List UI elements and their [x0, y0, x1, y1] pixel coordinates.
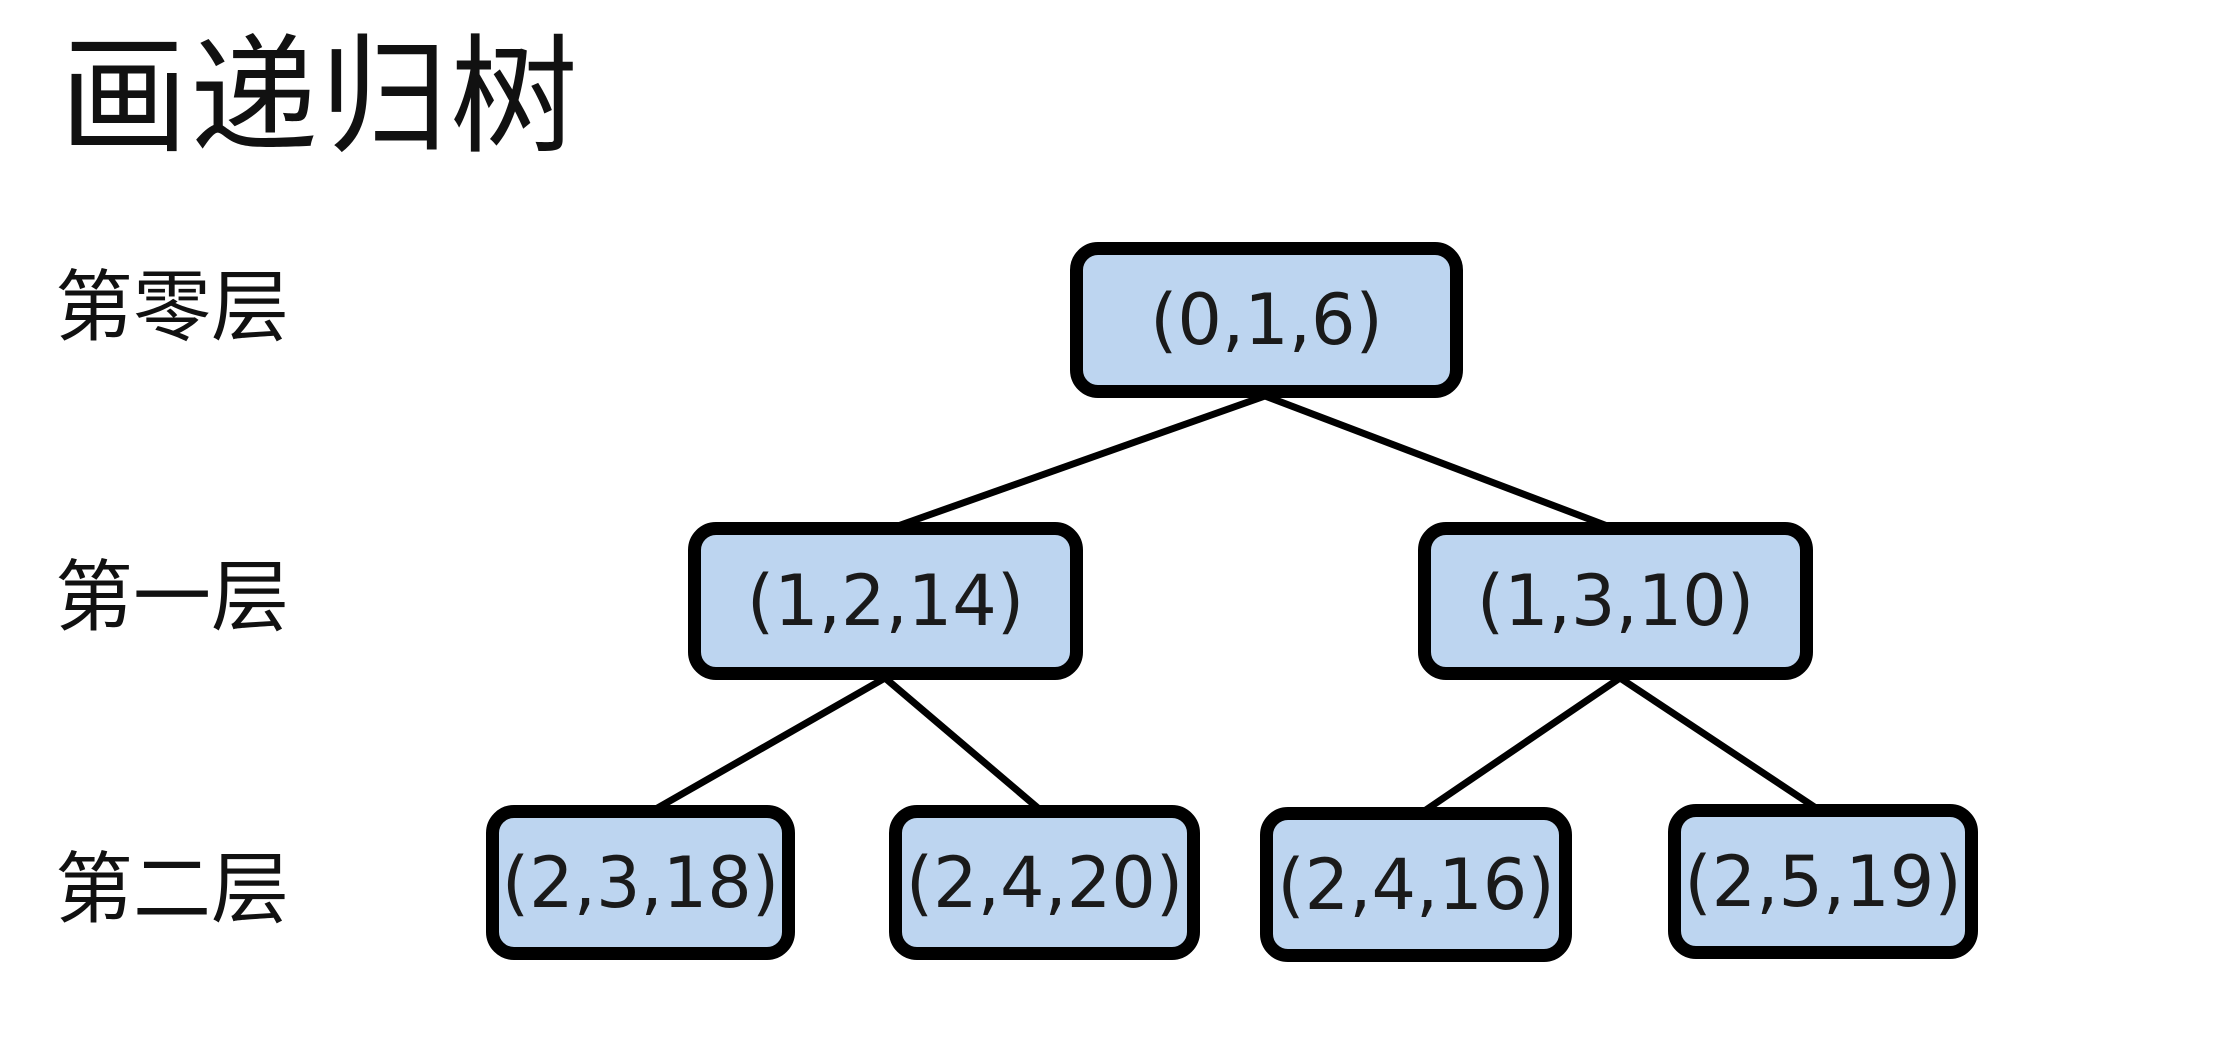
- page-title: 画递归树: [60, 23, 581, 172]
- tree-node-root: (0,1,6): [1070, 242, 1463, 398]
- tree-node-level2-4: (2,5,19): [1668, 804, 1978, 959]
- tree-node-level1-left: (1,2,14): [688, 522, 1083, 680]
- edge-left-to-lr: [882, 675, 1048, 817]
- level-label-1: 第一层: [55, 553, 290, 643]
- level-label-2: 第二层: [55, 845, 290, 935]
- tree-node-level1-right: (1,3,10): [1418, 522, 1813, 680]
- edge-root-to-right: [1263, 392, 1612, 531]
- level-label-0: 第零层: [55, 263, 290, 353]
- tree-node-level2-1: (2,3,18): [486, 805, 795, 960]
- tree-node-level2-3: (2,4,16): [1260, 807, 1572, 962]
- tree-node-level2-2: (2,4,20): [889, 805, 1200, 960]
- edge-left-to-ll: [645, 674, 887, 818]
- edge-right-to-rl: [1418, 675, 1622, 817]
- edge-right-to-rr: [1618, 675, 1827, 817]
- edge-root-to-left: [893, 392, 1267, 531]
